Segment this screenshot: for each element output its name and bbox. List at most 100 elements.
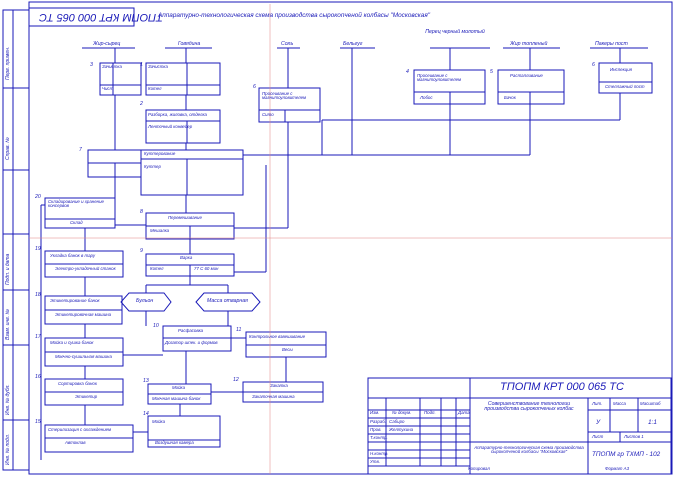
step-title: Перемешивание	[168, 215, 202, 220]
step-title: Складирование и хранение консервов	[48, 199, 104, 209]
stamp-role: Утв.	[370, 459, 380, 464]
stamp-role: Разраб.	[370, 419, 386, 424]
step-equipment: Котел	[150, 266, 164, 271]
step-title: Контрольное взвешивание	[249, 334, 306, 339]
step-number: 12	[233, 377, 239, 383]
stamp-format: Формат А3	[605, 466, 630, 471]
step-number: 10	[153, 323, 159, 329]
step-title: Сортировка банок	[58, 381, 97, 386]
step-title: Разборка, жиловка, отделка	[148, 112, 207, 117]
step-equipment: Склад	[70, 220, 83, 225]
step-number: 9	[140, 248, 143, 254]
step-title: Варка	[180, 255, 193, 260]
stamp-sheet-label: Лист	[592, 434, 604, 439]
step-number: 14	[143, 411, 149, 417]
step-number: 3	[90, 62, 93, 68]
step-title: Зачистка	[102, 64, 122, 69]
stamp-lit: У	[596, 419, 601, 426]
stamp-mass-label: Масса	[613, 401, 626, 406]
step-title: Куттерование	[144, 151, 176, 156]
stamp-sheets-label: Листов 1	[624, 434, 644, 439]
step-equipment: Этикетир	[75, 394, 98, 399]
step-equipment: Дозатор шпек. и формов	[165, 340, 218, 345]
step-title: Укладка банок в тару	[50, 253, 96, 258]
stamp-copied: Копировал	[468, 466, 490, 471]
stamp-doc-title: Совершенствование технологии производств…	[484, 401, 574, 413]
step-number: 19	[35, 246, 41, 252]
stamp-col-header: Дата	[458, 410, 470, 415]
step-equipment: Воздушная камера	[155, 440, 194, 445]
step-equipment: Стеллажный пост	[605, 84, 645, 89]
step-number: 4	[406, 69, 409, 75]
raw-material-label: Пакеры пост	[595, 41, 628, 47]
step-number: 6	[592, 62, 595, 68]
stamp-role: Н.контр.	[370, 451, 389, 456]
step-number: 16	[35, 374, 41, 380]
step-title: Мойка	[172, 385, 186, 390]
step-title: Просеивание с магнитоуловителем	[262, 91, 307, 101]
side-label-1: Перв. примен.	[5, 46, 11, 80]
step-equipment: Куттер	[144, 164, 161, 169]
side-label-7: Инв. № подл.	[5, 433, 11, 465]
branch-label: Масса отварная	[207, 298, 248, 304]
step-equipment: Весы	[282, 347, 293, 352]
step-title: Мойка	[152, 419, 166, 424]
stamp-name: Желтухина	[389, 427, 414, 432]
raw-material-label: Перец черный молотый	[425, 29, 485, 35]
branch-label: Бульон	[136, 298, 154, 304]
stamp-lit-label: Лит.	[592, 401, 603, 406]
stamp-scale: 1:1	[648, 419, 657, 426]
stamp-col-header: Изм.	[370, 410, 380, 415]
stamp-sheet-title: Аппаратурно-технологическая схема произв…	[474, 445, 584, 455]
raw-material-label: Жир топленый	[510, 41, 548, 47]
step-number: 15	[35, 419, 41, 425]
side-label-5: Инв. № дубл.	[5, 384, 11, 415]
step-equipment: Автоклав	[65, 440, 86, 445]
doc-code-rotated: ТПОПМ КРТ 000 065 ТС	[39, 11, 163, 23]
step-number: 7	[79, 147, 82, 153]
stamp-org: ТПОПМ гр ТХМП - 102	[592, 451, 661, 458]
step-title: Мойка и сушка банок	[50, 340, 94, 345]
step-number: 13	[143, 378, 149, 384]
step-number: 6	[253, 84, 256, 90]
step-equipment: Лобос	[420, 95, 433, 100]
stamp-name: Сабиро	[389, 419, 405, 424]
step-number: 5	[490, 69, 493, 75]
step-number: 2	[140, 101, 143, 107]
side-label-4: Взам. инв. №	[5, 309, 11, 340]
raw-material-label: Говядина	[178, 41, 201, 47]
step-title: Просеивание с магнитоуловителем	[417, 73, 462, 83]
step-title: Стерилизация с охлаждением	[48, 427, 112, 432]
doc-code-rotated-box: ТПОПМ КРТ 000 065 ТС	[29, 8, 163, 26]
step-equipment: Этикетировочная машина	[55, 312, 112, 317]
step-title: Растапливание	[510, 73, 543, 78]
step-title: Зачистка	[148, 64, 168, 69]
step-title: Инспекция	[610, 67, 632, 72]
step-number: 18	[35, 292, 41, 298]
step-title: Расфасовка	[178, 328, 204, 333]
step-number: 8	[140, 209, 143, 215]
step-equipment: Моечная машина банок	[152, 396, 201, 401]
step-title: Этикетирование банок	[50, 298, 100, 303]
sheet-title: Аппаратурно-технологическая схема произв…	[158, 12, 431, 19]
side-label-3: Подп. и дата	[5, 253, 11, 285]
stamp-code: ТПОПМ КРТ 000 065 ТС	[500, 381, 624, 393]
stamp-scale-label: Масштаб	[640, 401, 661, 406]
step-number: 20	[35, 194, 41, 200]
step-title: Закатка	[270, 383, 288, 388]
step-number: 1	[140, 62, 143, 68]
step-equipment: Закаточная машина	[252, 394, 295, 399]
step-equipment: Чист	[102, 86, 114, 91]
step-param: 77 С 60 мин	[194, 266, 219, 271]
stamp-col-header: № докум.	[392, 410, 412, 415]
raw-material-label: Бельгуг	[343, 41, 363, 47]
step-equipment: Котел	[148, 86, 162, 91]
raw-material-label: Соль	[281, 41, 294, 47]
stamp-role: Т.контр.	[370, 435, 388, 440]
stamp-role: Пров.	[370, 427, 382, 432]
step-equipment: Электро-укладочный станок	[55, 266, 116, 271]
step-equipment: Мешалка	[150, 228, 170, 233]
step-number: 11	[236, 327, 242, 333]
